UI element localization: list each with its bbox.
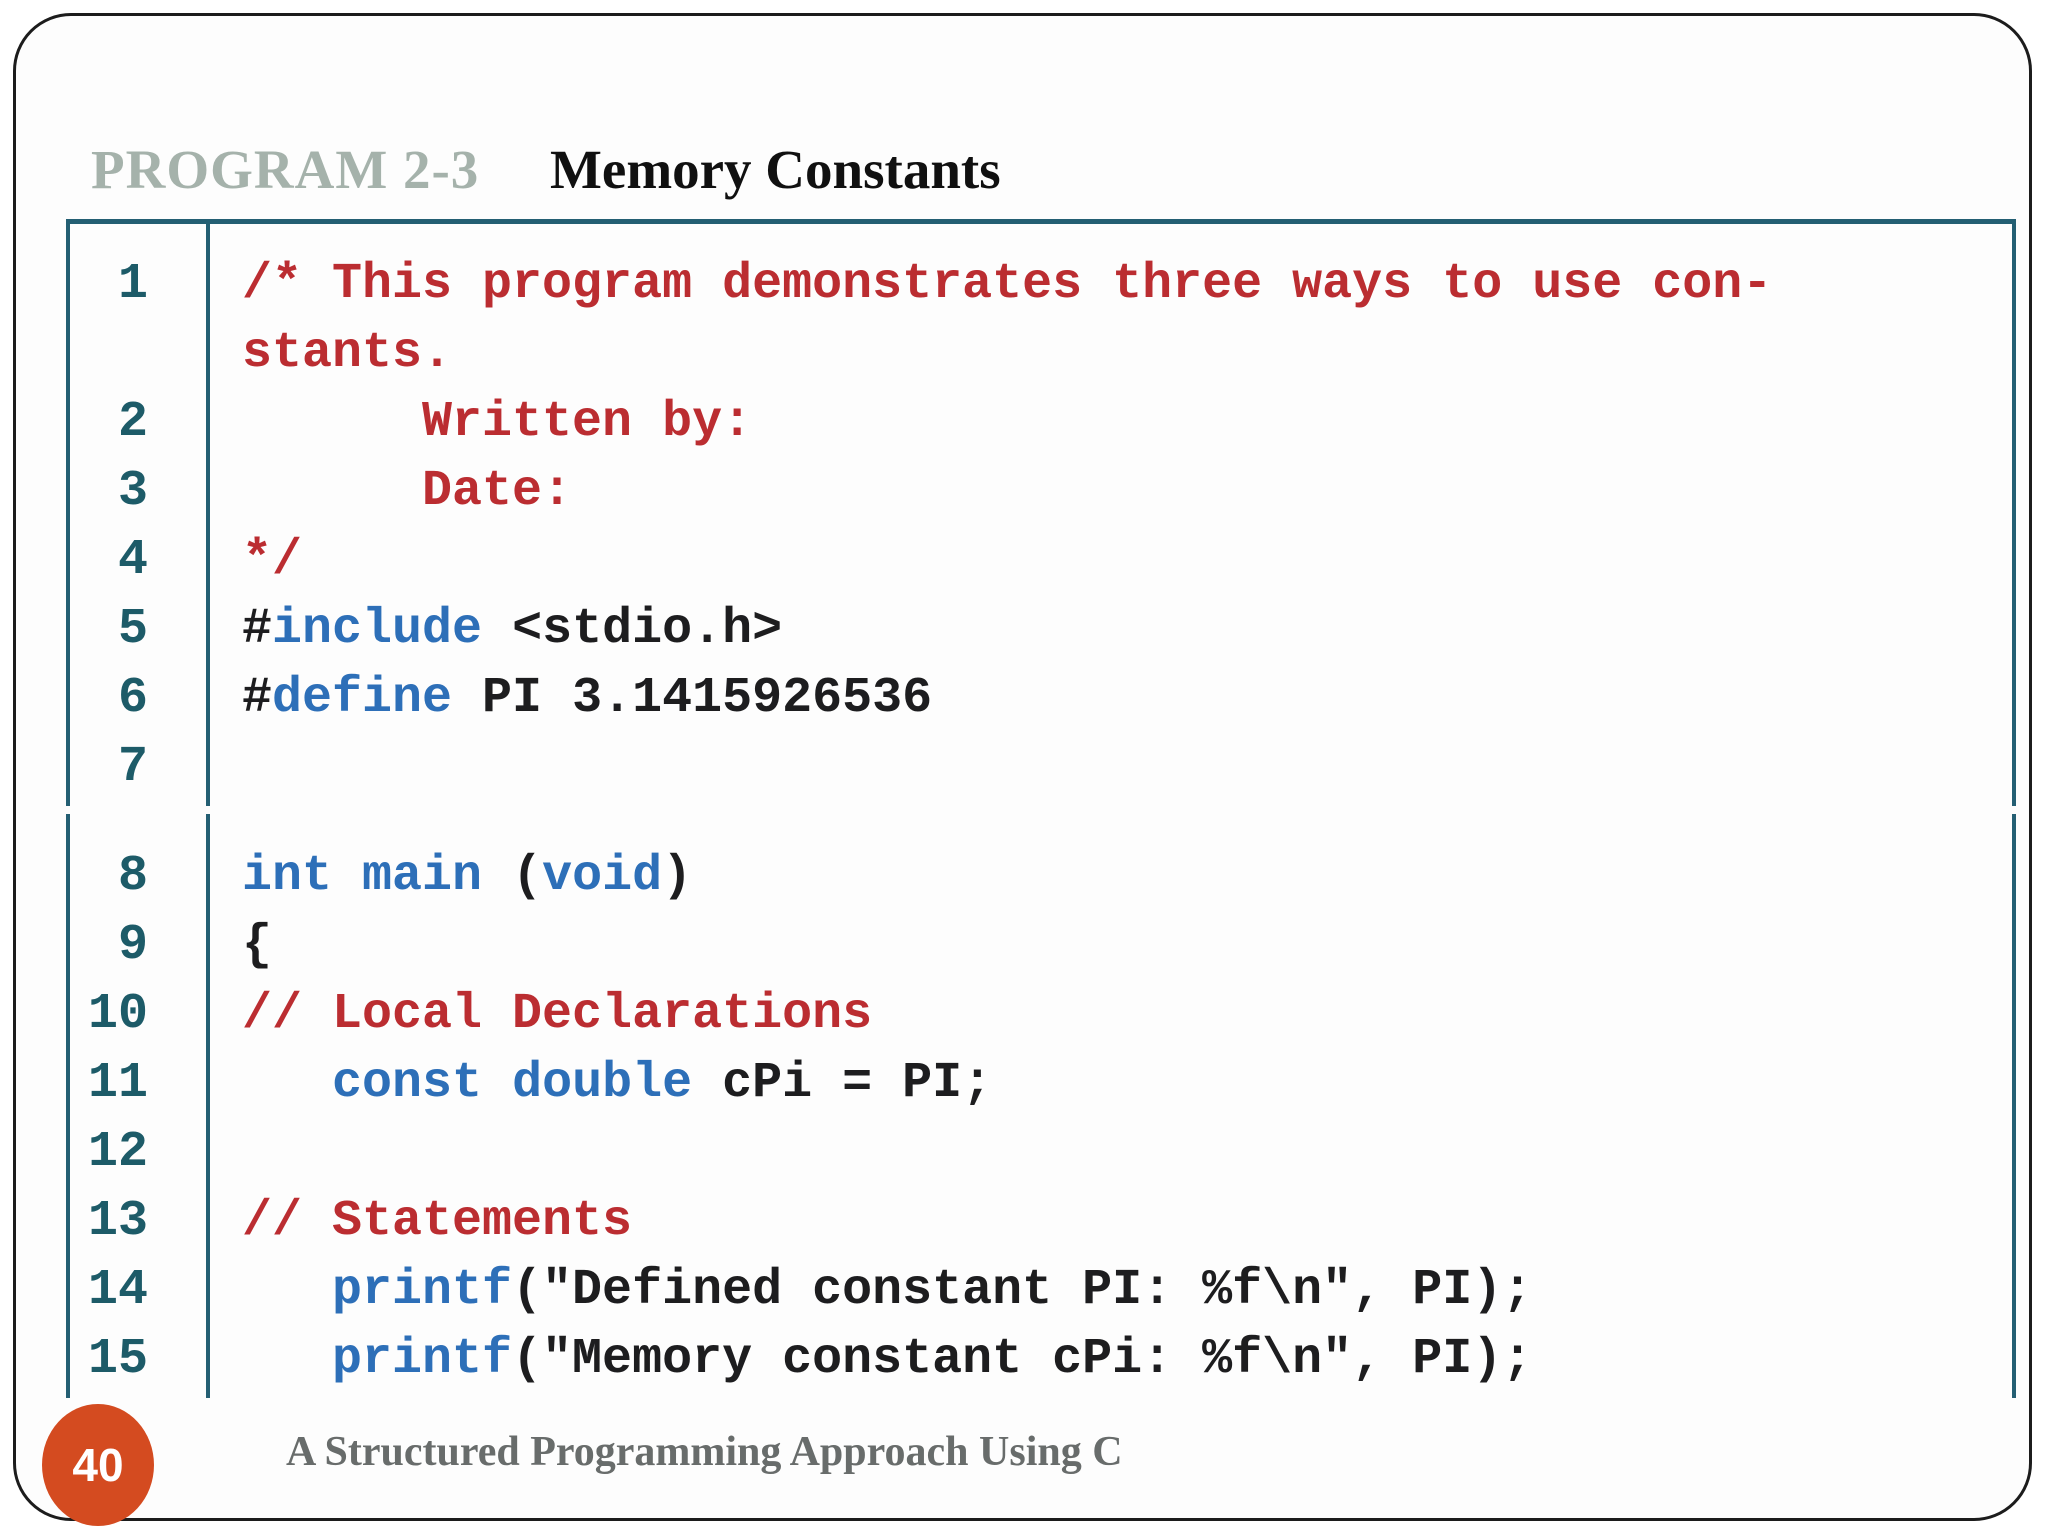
code-line: int main (void): [206, 842, 2012, 911]
code-row: 15 printf("Memory constant cPi: %f\n", P…: [70, 1325, 2012, 1394]
line-number: 15: [87, 1331, 148, 1388]
line-number: 5: [117, 601, 148, 658]
code-token-comment: // Local Declarations: [242, 986, 873, 1043]
line-number: 11: [87, 1055, 148, 1112]
line-number: 14: [87, 1262, 148, 1319]
code-row: 6 #define PI 3.1415926536: [70, 664, 2012, 733]
code-token-keyword: printf: [332, 1331, 513, 1388]
code-row: 11 const double cPi = PI;: [70, 1049, 2012, 1118]
code-token-keyword: printf: [332, 1262, 513, 1319]
code-row: 8 int main (void): [70, 842, 2012, 911]
code-line: #define PI 3.1415926536: [206, 664, 2012, 733]
line-number: 1: [117, 256, 148, 313]
code-row: 3 Date:: [70, 457, 2012, 526]
line-number: 8: [117, 848, 148, 905]
code-line: const double cPi = PI;: [206, 1049, 2012, 1118]
code-token-plain: (: [482, 848, 543, 905]
code-token-plain: {: [242, 917, 273, 974]
code-token-comment: Date:: [242, 463, 573, 520]
code-token-plain: cPi = PI;: [692, 1055, 993, 1112]
line-number: 6: [117, 670, 148, 727]
code-row: stants.: [70, 319, 2012, 388]
code-row: 2 Written by:: [70, 388, 2012, 457]
code-token-keyword: int: [242, 848, 333, 905]
code-token-plain: [242, 1331, 332, 1388]
code-token-plain: #: [242, 601, 273, 658]
line-number: 2: [117, 394, 148, 451]
code-token-keyword: void: [542, 848, 663, 905]
page-title: Memory Constants: [550, 139, 1001, 200]
code-line: */: [206, 526, 2012, 595]
line-number: 3: [117, 463, 148, 520]
line-number-divider: [206, 224, 210, 806]
code-line: [206, 733, 2012, 802]
code-token-comment: */: [242, 532, 303, 589]
code-token-plain: [242, 1262, 332, 1319]
code-line: /* This program demonstrates three ways …: [206, 250, 2012, 319]
code-token-plain: ): [662, 848, 693, 905]
code-token-plain: [482, 1055, 512, 1112]
code-token-plain: #: [242, 670, 273, 727]
code-token-keyword: define: [272, 670, 453, 727]
line-number: 9: [117, 917, 148, 974]
code-token-comment: stants.: [242, 325, 453, 382]
line-number: 10: [87, 986, 148, 1043]
code-row: 12: [70, 1118, 2012, 1187]
page-number: 40: [72, 1439, 124, 1491]
page-number-badge: 40: [42, 1404, 154, 1526]
code-token-plain: PI 3.1415926536: [452, 670, 933, 727]
code-token-comment: // Statements: [242, 1193, 633, 1250]
code-line: // Statements: [206, 1187, 2012, 1256]
code-rows-top: 1 /* This program demonstrates three ways…: [70, 250, 2012, 802]
slide: PROGRAM 2-3 Memory Constants 1 /* This pr…: [13, 13, 2032, 1526]
code-token-keyword: include: [272, 601, 483, 658]
line-number: 13: [87, 1193, 148, 1250]
code-line: [206, 1118, 2012, 1187]
line-number: [70, 319, 206, 388]
code-row: 13 // Statements: [70, 1187, 2012, 1256]
code-line: stants.: [206, 319, 2012, 388]
code-token-keyword: double: [512, 1055, 693, 1112]
program-label: PROGRAM 2-3: [91, 139, 480, 200]
code-row: 7: [70, 733, 2012, 802]
code-token-plain: [242, 1055, 332, 1112]
line-number: 4: [117, 532, 148, 589]
code-row: 10 // Local Declarations: [70, 980, 2012, 1049]
code-token-plain: [332, 848, 362, 905]
code-token-plain: ("Memory constant cPi: %f\n", PI);: [512, 1331, 1533, 1388]
code-row: 5 #include <stdio.h>: [70, 595, 2012, 664]
code-row: 9{: [70, 911, 2012, 980]
code-token-plain: ("Defined constant PI: %f\n", PI);: [512, 1262, 1533, 1319]
line-number: 7: [117, 739, 148, 796]
line-number: 12: [87, 1124, 148, 1181]
code-line: #include <stdio.h>: [206, 595, 2012, 664]
line-number-divider: [206, 814, 210, 1398]
code-token-comment: Written by:: [242, 394, 753, 451]
code-listing-top: 1 /* This program demonstrates three ways…: [66, 219, 2016, 806]
code-line: printf("Memory constant cPi: %f\n", PI);: [206, 1325, 2012, 1394]
code-row: 14 printf("Defined constant PI: %f\n", P…: [70, 1256, 2012, 1325]
code-line: Date:: [206, 457, 2012, 526]
code-row: 1 /* This program demonstrates three ways…: [70, 250, 2012, 319]
code-token-comment: /* This program demonstrates three ways …: [242, 256, 1773, 313]
code-row: 4 */: [70, 526, 2012, 595]
code-token-keyword: const: [332, 1055, 483, 1112]
code-token-plain: <stdio.h>: [482, 601, 783, 658]
code-line: Written by:: [206, 388, 2012, 457]
code-line: {: [206, 911, 2012, 980]
code-line: printf("Defined constant PI: %f\n", PI);: [206, 1256, 2012, 1325]
code-line: // Local Declarations: [206, 980, 2012, 1049]
footer-title: A Structured Programming Approach Using …: [286, 1429, 1123, 1475]
code-token-keyword: main: [362, 848, 483, 905]
